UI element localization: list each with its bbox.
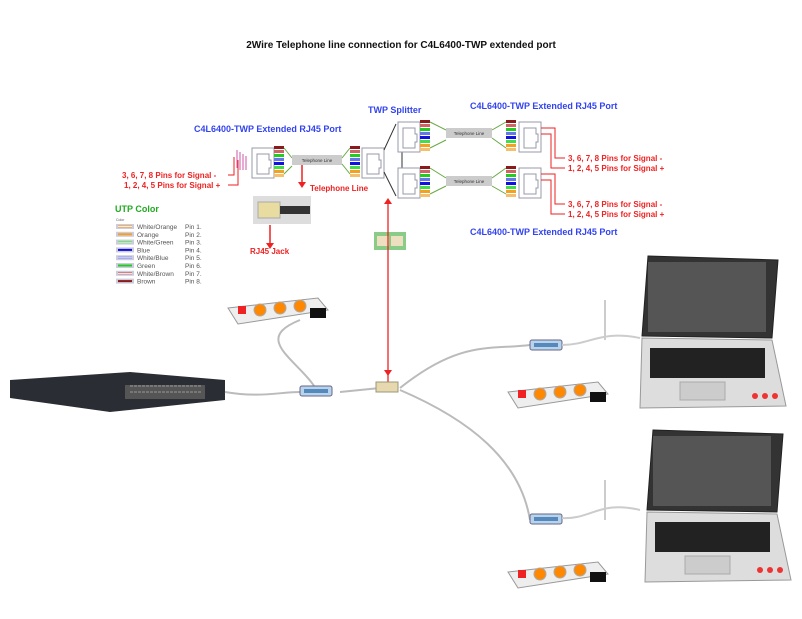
twp-splitter (397, 120, 430, 199)
laptop (639, 255, 787, 409)
utp-pin: Pin 3. (185, 240, 202, 247)
utp-pin: Pin 8. (185, 279, 202, 286)
label-signal-plus-rb: 1, 2, 4, 5 Pins for Signal + (568, 210, 665, 219)
label-port-right-top: C4L6400-TWP Extended RJ45 Port (470, 101, 617, 111)
power-strip (507, 381, 609, 409)
twp-adapter (529, 339, 563, 351)
label-rj45-jack: RJ45 Jack (250, 247, 290, 256)
utp-row: Orange Pin 2. (116, 231, 202, 239)
utp-color-name: Green (137, 263, 155, 270)
utp-pin: Pin 4. (185, 247, 202, 254)
utp-pin: Pin 1. (185, 224, 202, 231)
diagram-title: 2Wire Telephone line connection for C4L6… (246, 40, 556, 51)
splitter-coupler (375, 381, 399, 393)
utp-color-name: White/Blue (137, 255, 169, 262)
utp-color-name: White/Brown (137, 271, 174, 278)
telephone-line-box-label: Telephone Line (454, 179, 485, 184)
utp-pin: Pin 5. (185, 255, 202, 262)
label-port-left: C4L6400-TWP Extended RJ45 Port (194, 124, 341, 134)
network-switch (10, 372, 225, 412)
label-signal-minus-rt: 3, 6, 7, 8 Pins for Signal - (568, 154, 663, 163)
utp-pin: Pin 6. (185, 263, 202, 270)
telephone-line-box-label: Telephone Line (454, 131, 485, 136)
twp-adapter (299, 385, 333, 397)
label-signal-plus-rt: 1, 2, 4, 5 Pins for Signal + (568, 164, 665, 173)
utp-color-name: Blue (137, 247, 150, 254)
power-strip (227, 297, 329, 325)
utp-row: White/Blue Pin 5. (116, 255, 202, 262)
utp-pin: Pin 2. (185, 232, 202, 239)
power-strip (507, 561, 609, 589)
telephone-line-box-left (292, 155, 342, 165)
label-signal-minus-left: 3, 6, 7, 8 Pins for Signal - (122, 171, 217, 180)
utp-color-name: White/Orange (137, 224, 177, 231)
utp-color-name: Orange (137, 232, 159, 239)
utp-row: Green Pin 6. (116, 263, 202, 270)
utp-row: Blue Pin 4. (116, 247, 202, 254)
rj45-port-left (236, 146, 284, 179)
label-port-right-bottom: C4L6400-TWP Extended RJ45 Port (470, 227, 617, 237)
label-telephone-line: Telephone Line (310, 184, 369, 193)
utp-color-name: Brown (137, 279, 156, 286)
label-signal-minus-rb: 3, 6, 7, 8 Pins for Signal - (568, 200, 663, 209)
telephone-line-box-label: Telephone Line (302, 158, 333, 163)
laptop (644, 429, 792, 583)
label-signal-plus-left: 1, 2, 4, 5 Pins for Signal + (124, 181, 221, 190)
utp-row: White/Orange Pin 1. (116, 224, 202, 231)
twp-adapter (529, 513, 563, 525)
utp-header: Color (116, 218, 125, 222)
utp-color-name: White/Green (137, 240, 174, 247)
label-splitter: TWP Splitter (368, 105, 422, 115)
utp-title: UTP Color (115, 204, 159, 214)
utp-row: White/Green Pin 3. (116, 239, 202, 247)
utp-row: Brown Pin 8. (116, 278, 202, 286)
utp-row: White/Brown Pin 7. (116, 270, 202, 278)
utp-pin: Pin 7. (185, 271, 202, 278)
